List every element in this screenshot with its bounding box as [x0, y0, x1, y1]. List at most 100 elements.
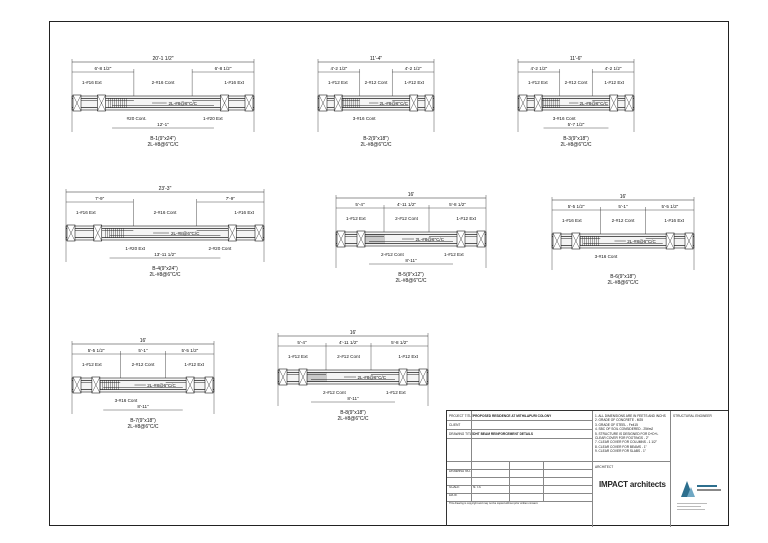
left-dimension: 5'-5 1/2": [88, 348, 105, 353]
stirrup-label: 2L-#8@6"C/C: [379, 101, 408, 106]
beam-stirrup-caption: 2L-#8@6"C/C: [149, 272, 180, 278]
right-dimension: 4'-2 1/2": [605, 66, 622, 71]
beam-stirrup-caption: 2L-#8@6"C/C: [560, 142, 591, 148]
client-label: CLIENT: [449, 423, 461, 427]
middle-dimension: 4'-11 1/2": [339, 340, 358, 345]
architect-label: ARCHITECT: [595, 465, 614, 469]
top-right-bar-label: 1-#12 Ext: [604, 80, 624, 85]
overall-dimension: 11'-4": [370, 56, 383, 62]
project-title: PROPOSED RESIDENCE AT MITHILAPURI COLONY: [473, 414, 552, 418]
title-block: PROJECT TITLE PROPOSED RESIDENCE AT MITH…: [446, 410, 728, 527]
right-dimension: 5'-8 1/2": [449, 202, 466, 207]
scale-label: SCALE: [449, 485, 460, 489]
overall-dimension: 16': [350, 330, 357, 336]
top-left-bar-label: 1-#16 Ext: [82, 80, 102, 85]
note-item: 5. STRUCTURE IS DESIGNED FOR D+D+L: [595, 431, 659, 436]
right-dimension: 5'-5 1/2": [661, 204, 678, 209]
top-continuous-bar-label: 2-#12 Cont: [612, 218, 635, 223]
top-continuous-bar-label: 2-#16 Cont: [152, 80, 175, 85]
bottom-bar-label: 3-#16 Cont: [595, 254, 618, 259]
top-continuous-bar-label: 2-#12 Cont: [337, 354, 360, 359]
drawing-title-label: DRAWING TITLE: [449, 432, 474, 436]
beam-stirrup-caption: 2L-#8@6"C/C: [337, 416, 368, 422]
top-right-bar-label: 1-#12 Ext: [398, 354, 418, 359]
drawing-title: OHT BEAM REINFORCEMENT DETAILS: [473, 432, 533, 436]
right-dimension: 6'-8 1/2": [215, 66, 232, 71]
engineer-label: STRUCTURAL ENGINEER: [673, 414, 712, 418]
stirrup-label: 2L-#8@6"C/C: [171, 231, 200, 236]
left-dimension: 7'-9": [95, 196, 105, 201]
top-left-bar-label: 1-#12 Ext: [346, 216, 366, 221]
bottom-extra-bar-label: 2-#20 Cont: [209, 246, 232, 251]
bottom-dimension: 8'-11": [347, 396, 359, 401]
stirrup-label: 2L-#8@6"C/C: [416, 237, 445, 242]
stirrup-label: 2L-#8@6"C/C: [358, 375, 387, 380]
beam-caption: B-2(9"x18"): [363, 136, 389, 142]
bottom-bar-label: 3-#16 Cont: [115, 398, 138, 403]
date-label: DATE: [449, 493, 458, 497]
top-continuous-bar-label: 2-#12 Cont: [395, 216, 418, 221]
overall-dimension: 16': [408, 192, 415, 198]
top-continuous-bar-label: 2-#12 Cont: [565, 80, 588, 85]
note-item: 9. CLEAR COVER FOR SLABS - 1": [595, 449, 646, 454]
beam-detail-8: 16' 5'-4" 5'-8 1/2" 4'-11 1/2" 1-#12 Ext 2-#1…: [277, 330, 429, 422]
bottom-dimension: 8'-11": [137, 404, 149, 409]
architect-name: IMPACT architects: [599, 480, 666, 489]
bottom-bar-label: 3-#16 Cont: [553, 116, 576, 121]
right-dimension: 7'-9": [226, 196, 236, 201]
bottom-dimension: 8'-11": [405, 258, 417, 263]
top-right-bar-label: 1-#12 Ext: [456, 216, 476, 221]
middle-dimension: 5'-1": [138, 348, 148, 353]
bottom-bar-label: 3-#16 Cont: [353, 116, 376, 121]
top-right-bar-label: 1-#12 Ext: [184, 362, 204, 367]
beam-caption: B-8(9"x18"): [340, 410, 366, 416]
beam-stirrup-caption: 2L-#8@6"C/C: [127, 424, 158, 430]
note-item: 7. CLEAR COVER FOR COLUMNS - 1 1/2": [595, 440, 657, 445]
bottom-dimension: 13'-11 1/2": [154, 252, 176, 257]
left-dimension: 4'-2 1/2": [330, 66, 347, 71]
stirrup-label: 2L-#8@6"C/C: [168, 101, 197, 106]
right-dimension: 5'-5 1/2": [181, 348, 198, 353]
note-item: 4. SBC OF SOIL CONSIDERED - 25t/m2: [595, 427, 654, 432]
project-title-label: PROJECT TITLE: [449, 414, 474, 418]
bottom-extra-bar-label: 1-#12 Ext: [386, 390, 406, 395]
right-dimension: 5'-8 1/2": [391, 340, 408, 345]
stirrup-label: 2L-#8@6"C/C: [147, 383, 176, 388]
left-dimension: 5'-5 1/2": [568, 204, 585, 209]
top-left-bar-label: 1-#12 Ext: [328, 80, 348, 85]
note-item: CLEAR COVER FOR FOOTINGS - 2": [595, 436, 649, 441]
top-left-bar-label: 1-#12 Ext: [82, 362, 102, 367]
beam-stirrup-caption: 2L-#8@6"C/C: [607, 280, 638, 286]
top-right-bar-label: 1-#16 Ext: [224, 80, 244, 85]
bottom-dimension: 12'-1": [157, 122, 169, 127]
overall-dimension: 11'-6": [570, 56, 583, 62]
overall-dimension: 16': [620, 194, 627, 200]
beam-caption: B-4(9"x24"): [152, 266, 178, 272]
engineer-logo: [677, 481, 721, 510]
disclaimer: This drawing is copyright and may not be…: [449, 502, 539, 505]
note-item: 2. GRADE OF CONCRETE - M25: [595, 418, 643, 423]
top-continuous-bar-label: 2-#16 Cont: [154, 210, 177, 215]
top-right-bar-label: 1-#16 Ext: [664, 218, 684, 223]
stirrup-label: 2L-#8@6"C/C: [627, 239, 656, 244]
stirrup-label: 2L-#8@6"C/C: [579, 101, 608, 106]
bottom-extra-bar-label: 1-#20 Ext: [203, 116, 223, 121]
top-continuous-bar-label: 2-#12 Cont: [132, 362, 155, 367]
beam-caption: B-5(9"x12"): [398, 272, 424, 278]
left-dimension: 5'-4": [297, 340, 307, 345]
top-left-bar-label: 1-#16 Ext: [76, 210, 96, 215]
bottom-bar-label: #20 Cont.: [127, 116, 147, 121]
top-left-bar-label: 1-#12 Ext: [288, 354, 308, 359]
right-dimension: 4'-2 1/2": [405, 66, 422, 71]
bottom-extra-bar-label: 1-#12 Ext: [444, 252, 464, 257]
beam-stirrup-caption: 2L-#8@6"C/C: [395, 278, 426, 284]
drawing-sheet: [49, 21, 729, 526]
beam-caption: B-7(9"x18"): [130, 418, 156, 424]
beam-caption: B-3(9"x18"): [563, 136, 589, 142]
bottom-bar-label: 2-#12 Cont: [323, 390, 346, 395]
